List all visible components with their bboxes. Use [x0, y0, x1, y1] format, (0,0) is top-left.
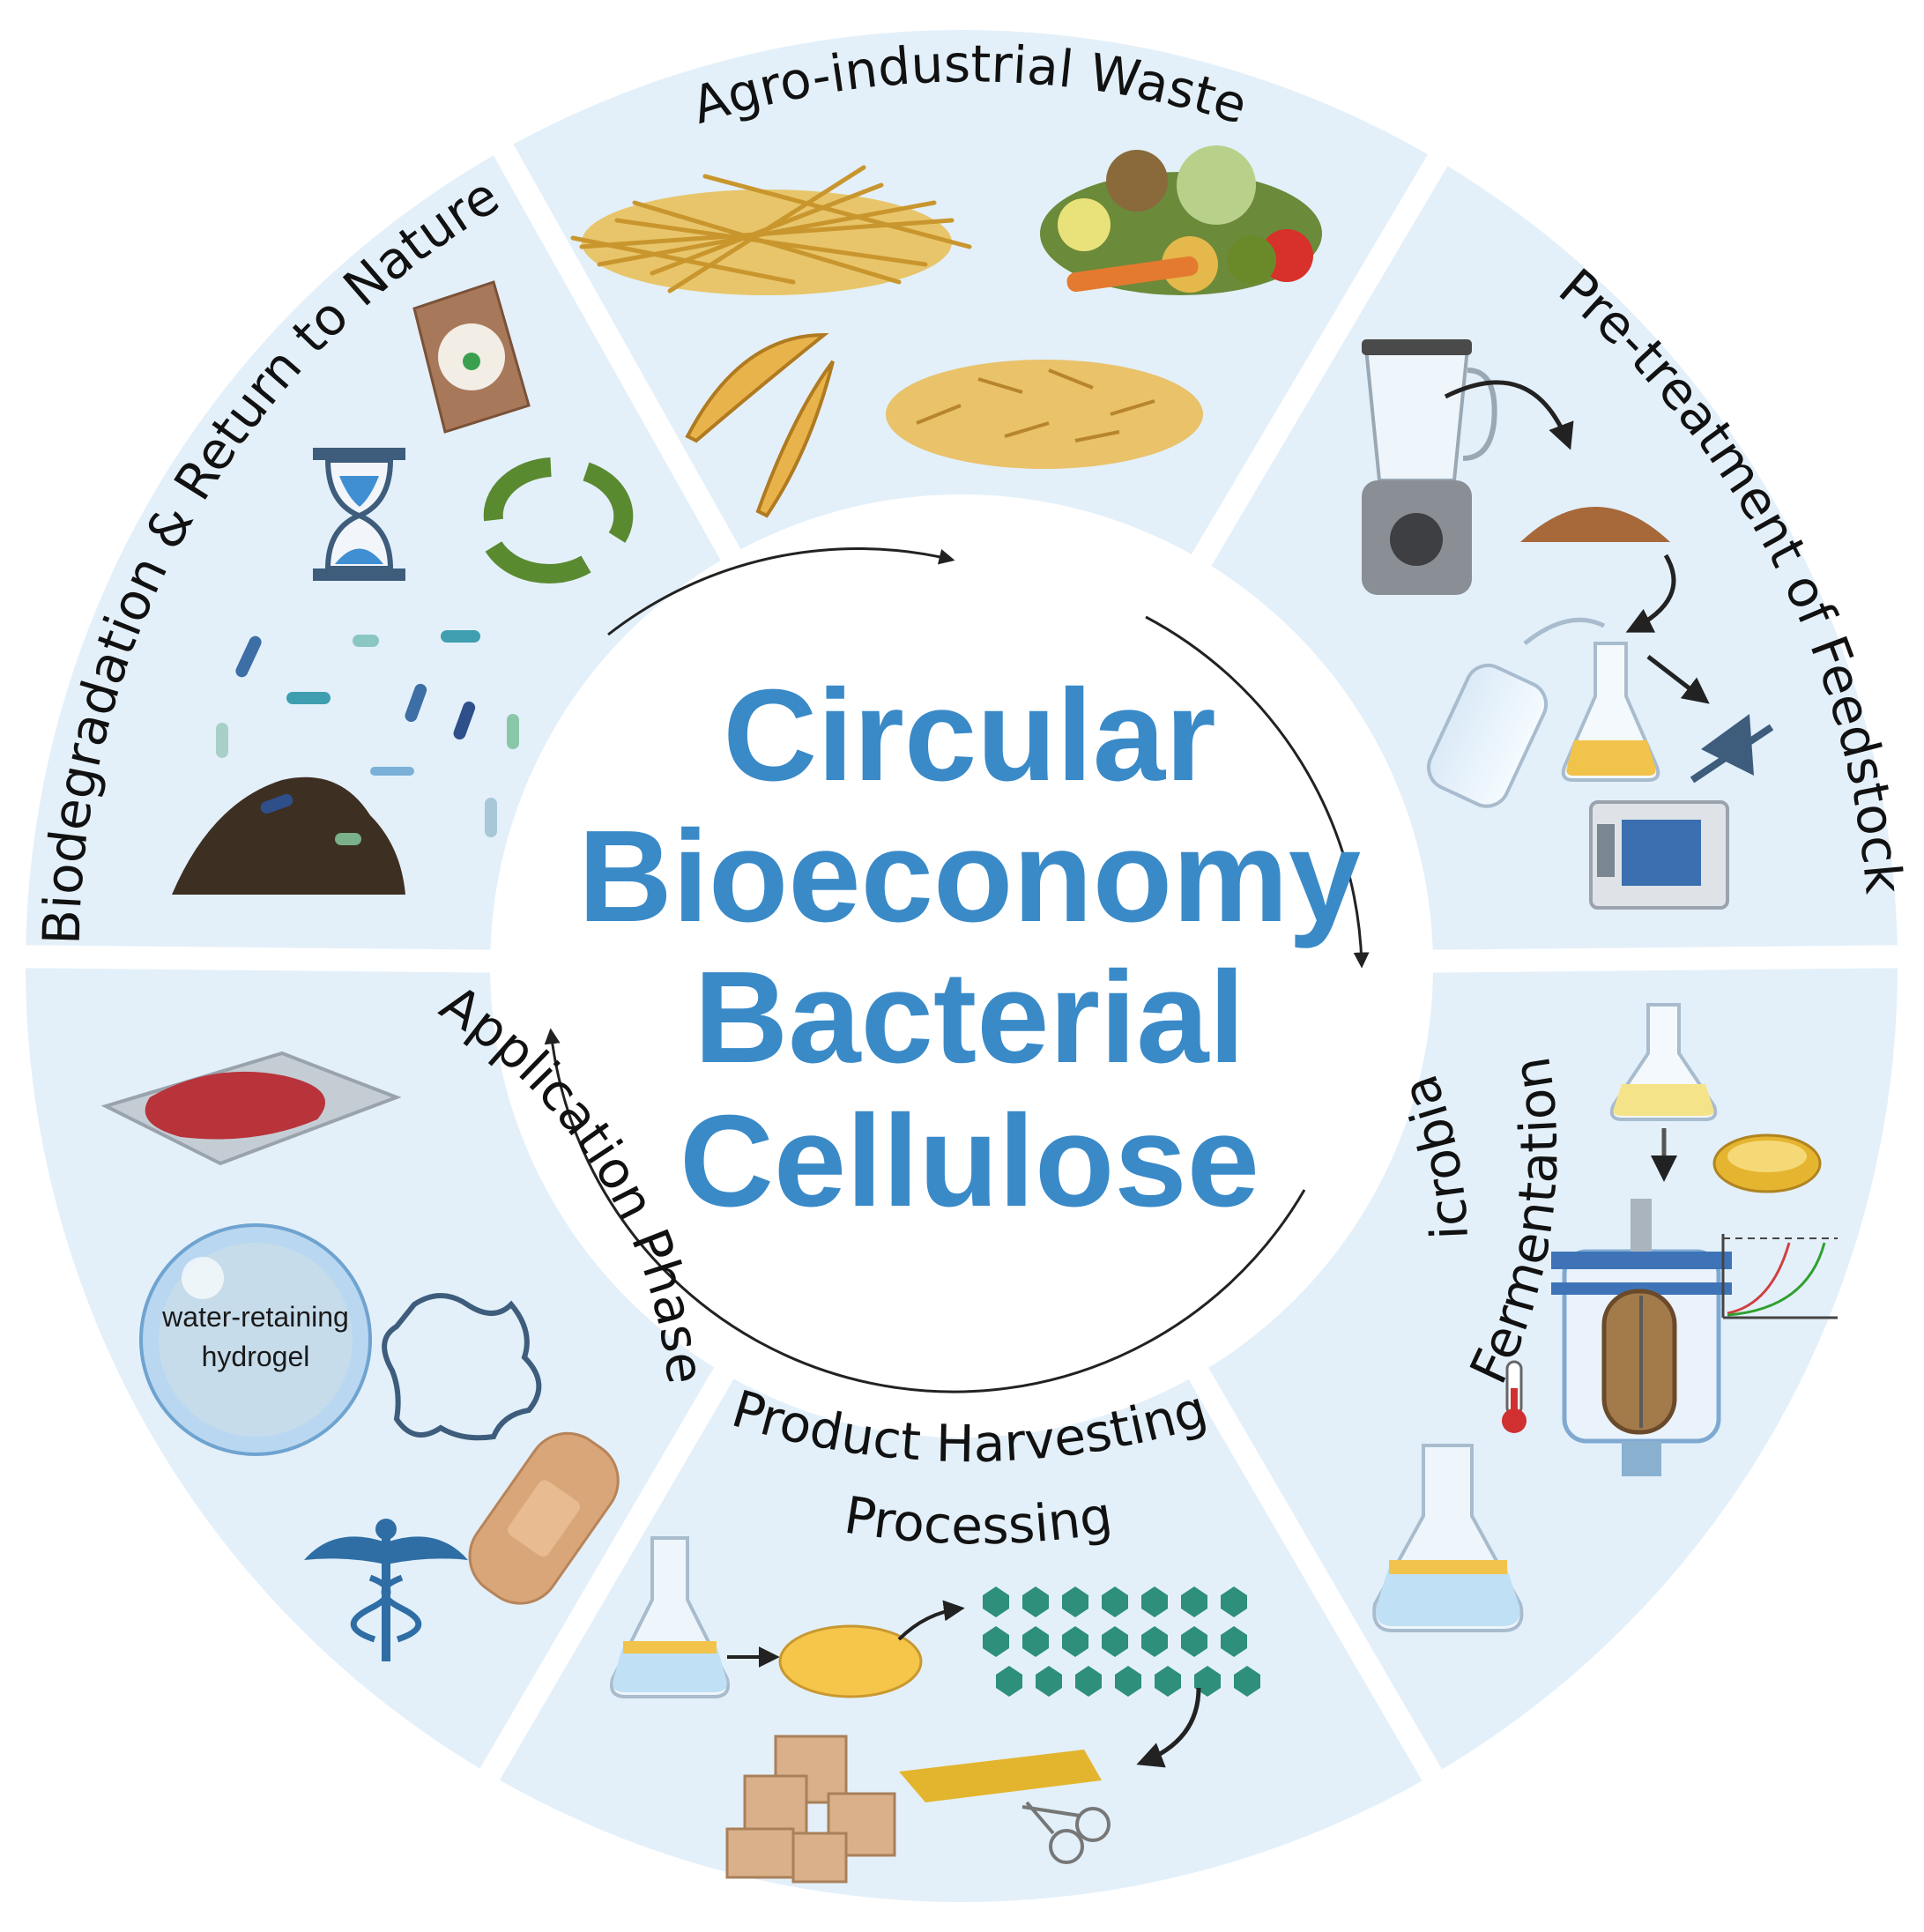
hourglass-icon	[313, 448, 405, 581]
leather-hide-icon	[382, 1293, 542, 1441]
agro-waste-illustrations	[570, 145, 1322, 518]
recycle-arrows-icon	[483, 457, 634, 583]
cycle-arrow-bottom	[544, 1028, 1306, 1393]
bandage-icon	[468, 1431, 620, 1605]
straw-pile-icon	[570, 165, 972, 295]
growth-curve-icon	[1721, 1234, 1838, 1319]
husk-icon	[685, 332, 835, 518]
label-harvesting-2: Processing	[841, 1485, 1117, 1557]
center-line-1: Circular	[723, 663, 1215, 808]
cycle-arrow-right	[1145, 615, 1370, 969]
harvest-petri-dish-icon	[778, 1624, 923, 1698]
arrow-blender-to-powder	[1444, 380, 1574, 450]
blender-icon	[1362, 339, 1497, 595]
harvesting-illustrations	[610, 1536, 1260, 1884]
center-line-3: Bacterial	[694, 945, 1244, 1090]
bacteria-icon	[216, 630, 519, 837]
cellulose-sheet-icon	[899, 1750, 1102, 1802]
filter-icon	[1690, 714, 1774, 784]
scissors-icon	[1021, 1801, 1111, 1864]
pretreatment-illustrations	[1362, 339, 1774, 910]
center-line-2: Bioeconomy	[578, 804, 1361, 949]
arrow-powder-to-flask	[1625, 554, 1676, 633]
flask-icon	[1561, 642, 1660, 782]
application-illustrations: water-retaining hydrogel	[100, 1051, 620, 1661]
powder-pile-icon	[1520, 507, 1670, 542]
bioreactor-icon	[1551, 1199, 1732, 1476]
vegetable-scraps-icon	[1040, 145, 1322, 295]
wash-bottle-icon	[1427, 617, 1606, 808]
flask-large-icon	[1372, 1444, 1524, 1632]
petri-dish-icon	[1712, 1133, 1822, 1193]
hydrogel-icon: water-retaining hydrogel	[139, 1223, 372, 1456]
hydrogel-label-2: hydrogel	[202, 1341, 310, 1372]
hydrogel-label-1: water-retaining	[161, 1301, 349, 1333]
seed-bag-icon	[412, 280, 531, 434]
caduceus-icon	[304, 1519, 468, 1661]
center-line-4: Cellulose	[680, 1089, 1259, 1234]
center-title: Circular Bioeconomy Bacterial Cellulose	[578, 663, 1361, 1234]
thermometer-icon	[1502, 1360, 1527, 1433]
biodegradation-illustrations	[172, 280, 634, 895]
cycle-arrow-top	[607, 546, 955, 636]
boxes-icon	[725, 1735, 896, 1884]
meat-tray-icon	[100, 1051, 402, 1166]
cellulose-chain-icon	[983, 1586, 1260, 1697]
fermentation-illustrations	[1372, 1003, 1838, 1632]
compost-pile-icon	[172, 777, 405, 895]
flask-small-icon	[1609, 1003, 1718, 1121]
harvest-flask-icon	[610, 1536, 730, 1698]
oven-icon	[1589, 800, 1729, 910]
rice-grain-pile-icon	[886, 360, 1203, 469]
cycle-arrows	[544, 546, 1370, 1393]
arrow-flask-to-filter	[1646, 655, 1710, 704]
